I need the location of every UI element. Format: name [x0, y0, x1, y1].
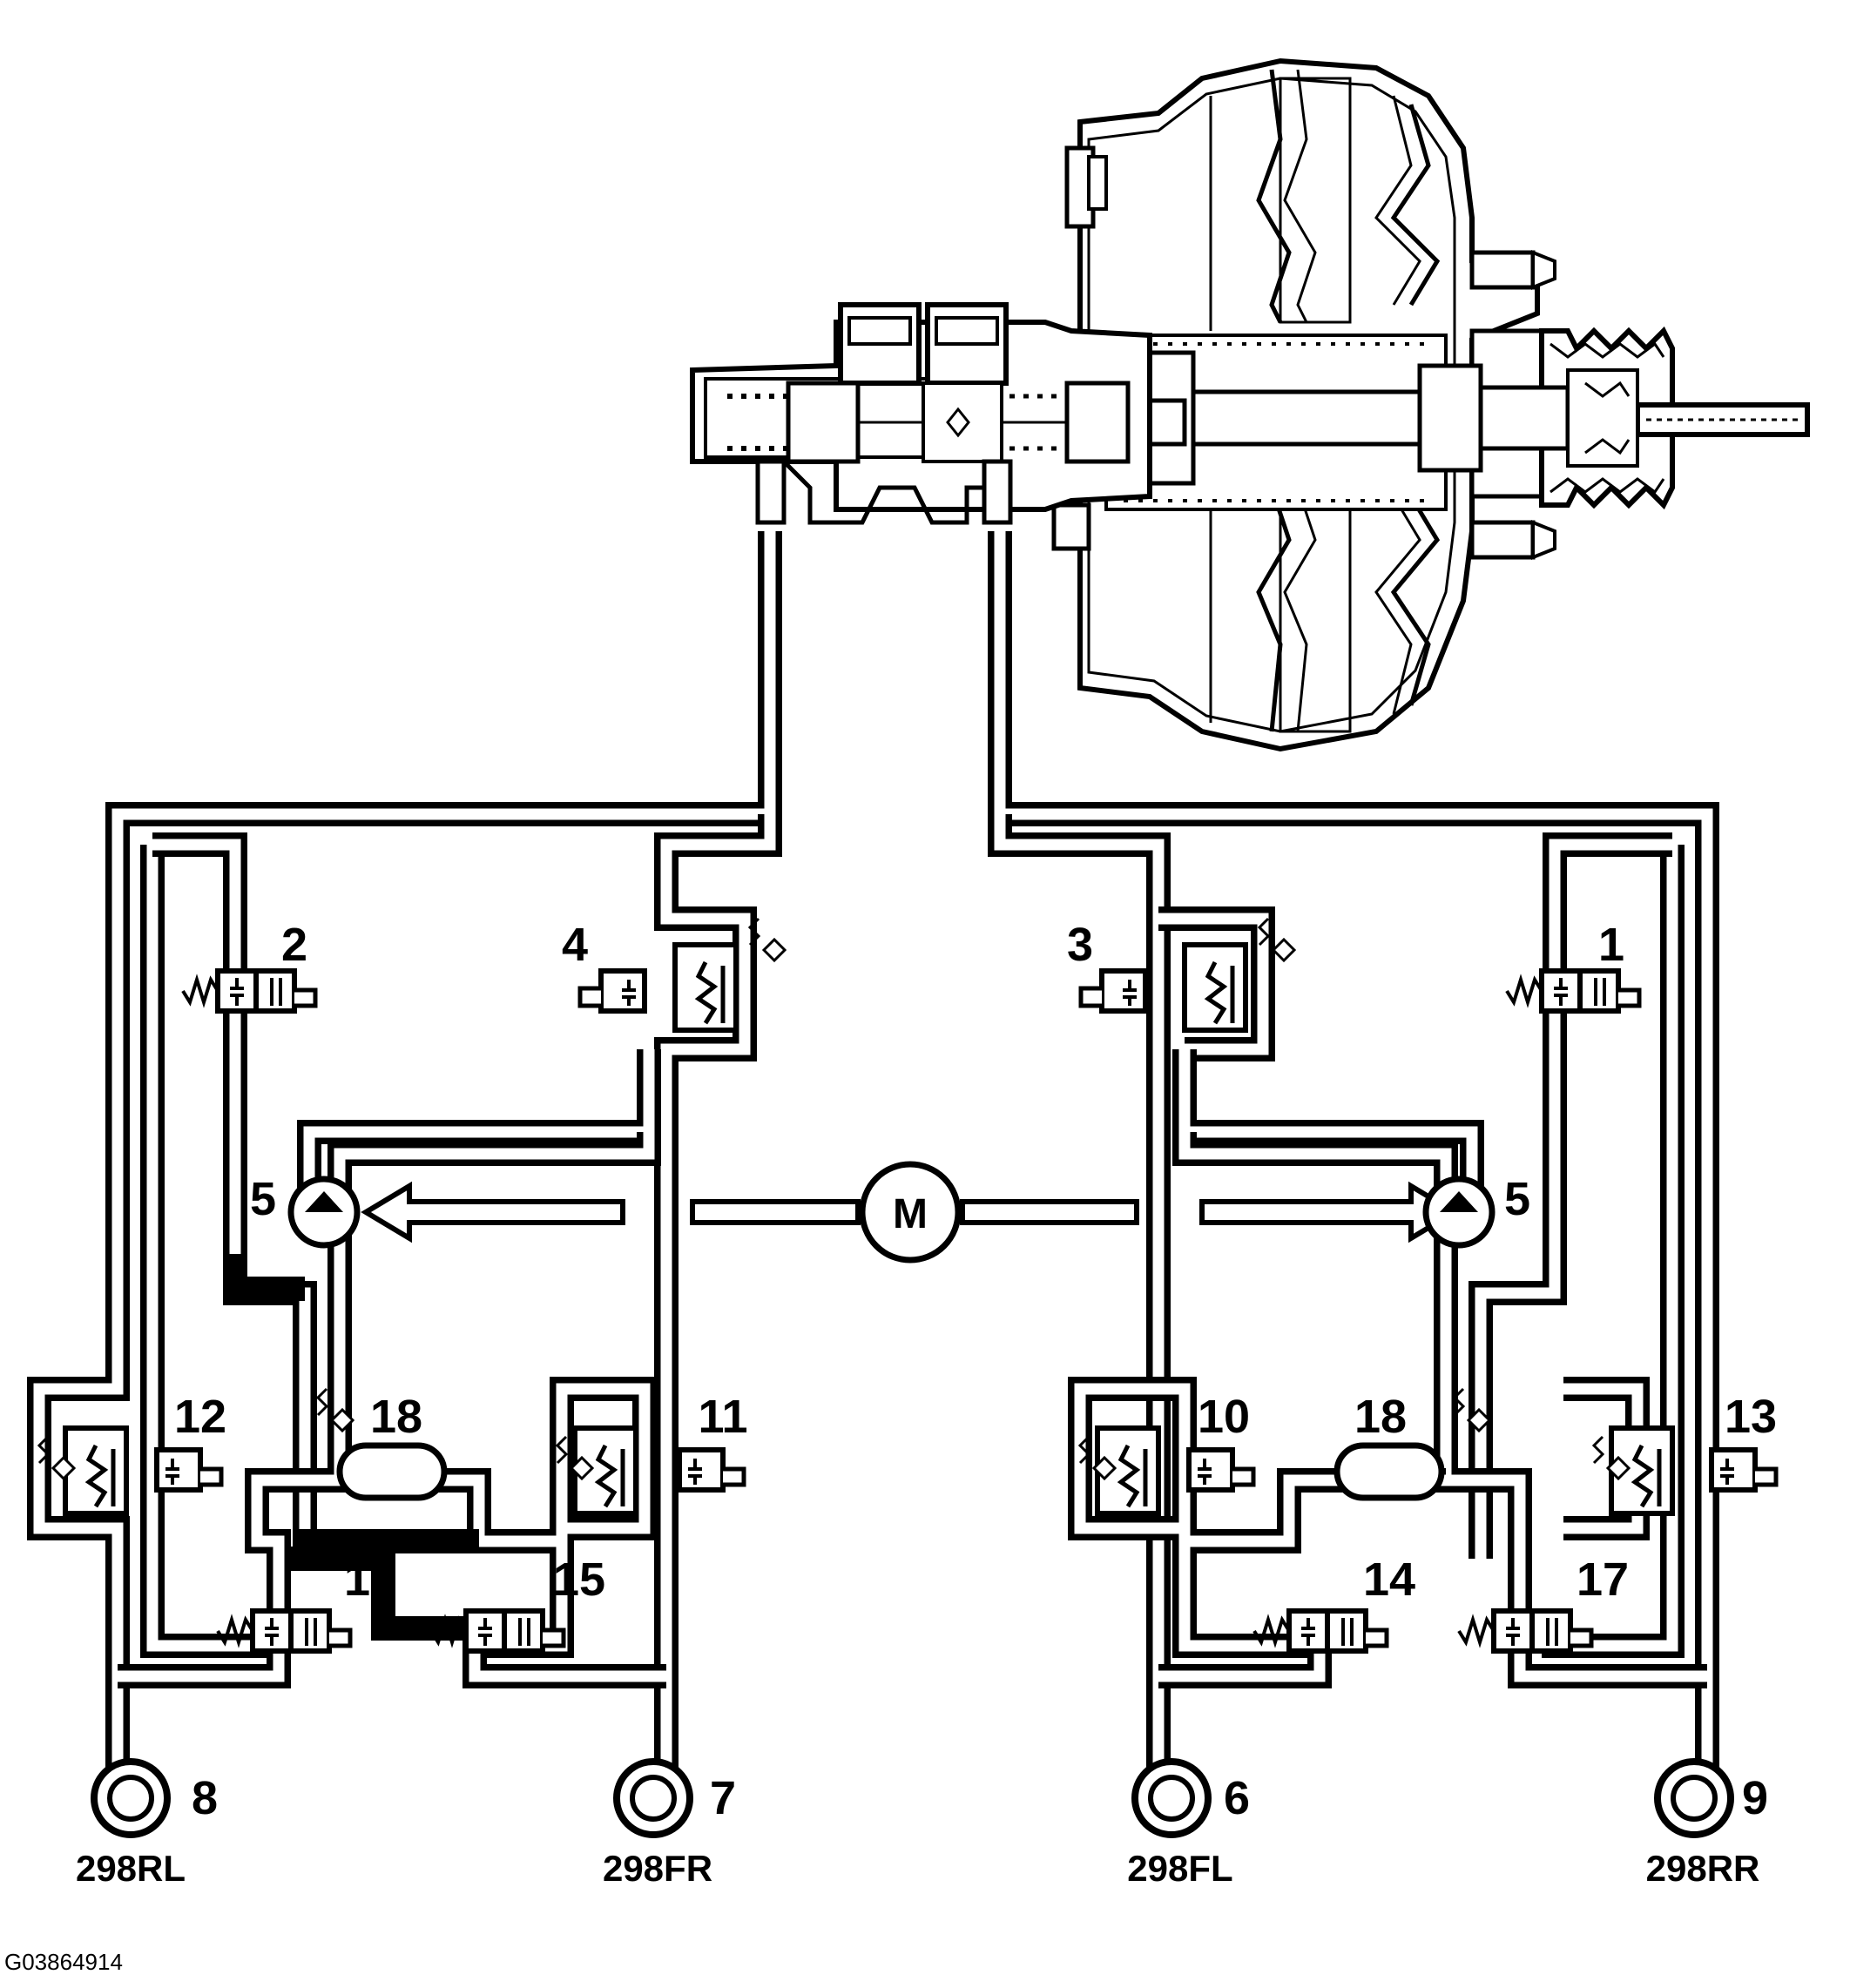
wheel-cylinder-rr: [1658, 1762, 1731, 1835]
figure-id: G03864914: [4, 1949, 123, 1975]
label-6: 6: [1224, 1772, 1250, 1824]
label-5-right: 5: [1504, 1173, 1530, 1225]
label-12: 12: [174, 1391, 226, 1443]
relief-valve-right: [1185, 917, 1296, 1030]
label-3: 3: [1067, 919, 1093, 971]
brake-booster: [1051, 57, 1810, 752]
master-cylinder: [690, 302, 1152, 525]
valve-4: [580, 971, 645, 1011]
valve-1: [1507, 971, 1639, 1011]
pump-right: [1422, 1176, 1496, 1249]
valve-17: [1459, 1611, 1591, 1651]
label-18-right: 18: [1354, 1391, 1407, 1443]
damping-chamber-right: [1333, 1442, 1445, 1501]
wheel-cylinder-fr: [617, 1762, 690, 1835]
wheel-label-rl: 298RL: [76, 1848, 186, 1889]
label-1: 1: [1598, 919, 1624, 971]
label-5-left: 5: [250, 1173, 276, 1225]
label-17: 17: [1577, 1553, 1629, 1606]
label-4: 4: [562, 919, 588, 971]
valve-3: [1081, 971, 1145, 1011]
valve-10: [1189, 1450, 1253, 1490]
label-18-left: 18: [370, 1391, 422, 1443]
label-13: 13: [1725, 1391, 1777, 1443]
label-15: 15: [553, 1553, 605, 1606]
wheel-cylinder-rl: [94, 1762, 167, 1835]
valve-13: [1712, 1450, 1776, 1490]
label-16: 16: [344, 1553, 396, 1606]
wheel-label-fl: 298FL: [1127, 1848, 1232, 1889]
wheel-label-rr: 298RR: [1646, 1848, 1760, 1889]
pump-left: [287, 1176, 361, 1249]
valve-11: [679, 1450, 744, 1490]
valve-12: [157, 1450, 221, 1490]
label-8: 8: [192, 1772, 218, 1824]
label-7: 7: [710, 1772, 736, 1824]
label-2: 2: [281, 919, 307, 971]
relief-valve-left: [675, 917, 787, 1030]
label-14: 14: [1363, 1553, 1415, 1606]
label-9: 9: [1742, 1772, 1768, 1824]
motor-label: M: [893, 1191, 928, 1237]
label-10: 10: [1198, 1391, 1250, 1443]
wheel-label-fr: 298FR: [603, 1848, 712, 1889]
accumulator-left-outer: [65, 1428, 126, 1513]
valve-2: [183, 971, 315, 1011]
wheel-cylinder-fl: [1135, 1762, 1208, 1835]
hydraulic-lines: [27, 531, 1719, 1781]
damping-chamber-left: [336, 1442, 448, 1501]
label-11: 11: [698, 1391, 747, 1443]
pump-motor: M: [859, 1161, 962, 1264]
